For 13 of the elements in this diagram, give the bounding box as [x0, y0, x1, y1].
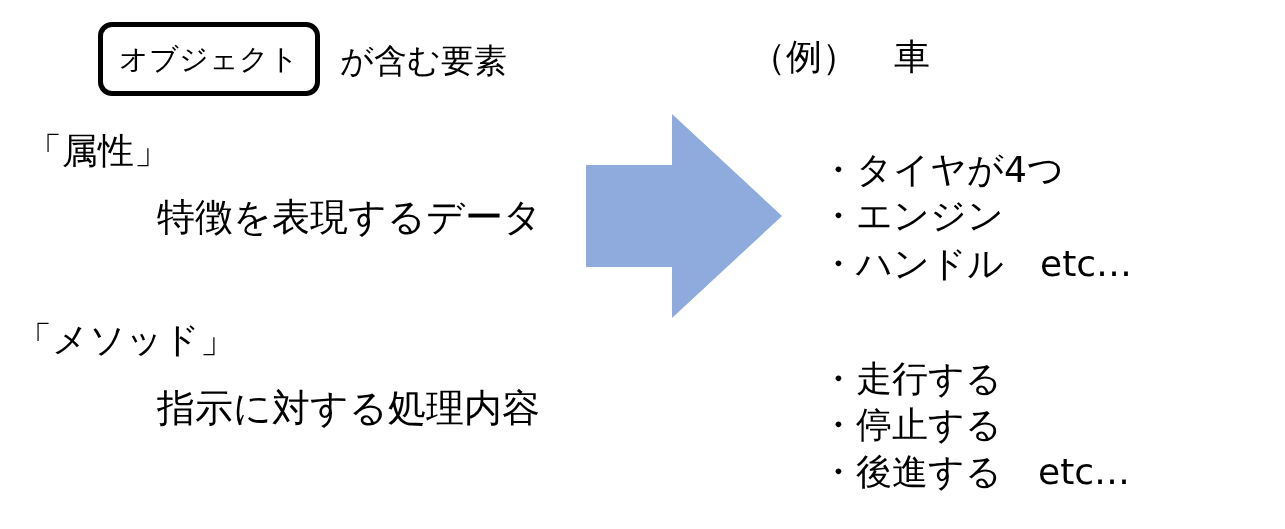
bullet-item: ・後進する etc…: [820, 454, 1131, 490]
bullet-item: ・走行する: [820, 361, 1002, 397]
definition-text: 指示に対する処理内容: [157, 390, 540, 428]
example-heading: （例） 車: [750, 39, 930, 75]
definition-text: 特徴を表現するデータ: [157, 199, 542, 237]
bullet-item: ・停止する: [820, 407, 1002, 443]
term-heading: 「属性」: [26, 133, 170, 169]
term-heading: 「メソッド」: [16, 322, 236, 358]
bullet-item: ・タイヤが4つ: [820, 152, 1064, 188]
object-box: オブジェクト: [98, 22, 320, 96]
caption-text: が含む要素: [340, 44, 507, 78]
bullet-item: ・エンジン: [820, 198, 1004, 234]
bullet-item: ・ハンドル etc…: [820, 246, 1133, 282]
